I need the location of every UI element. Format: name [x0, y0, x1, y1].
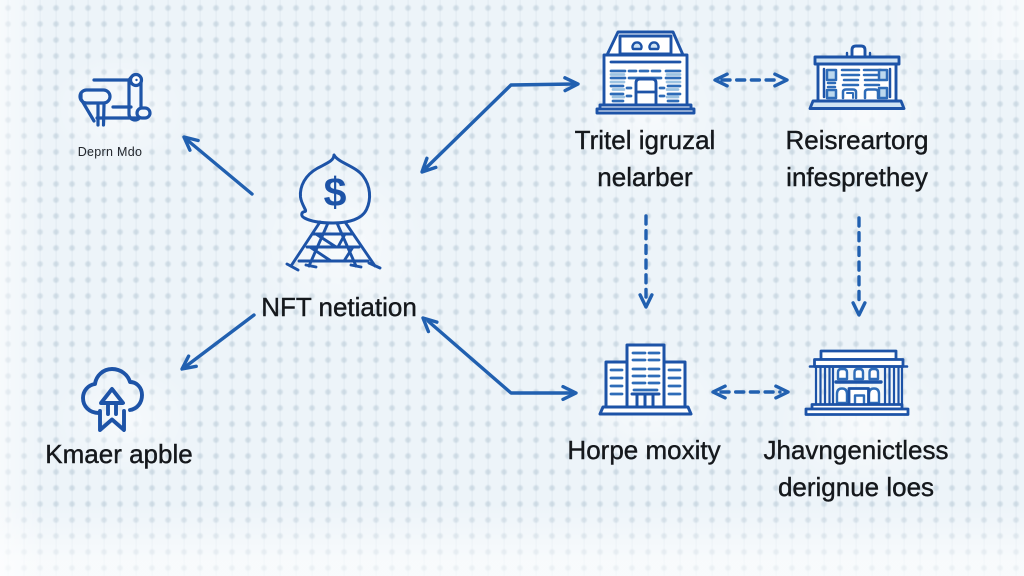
svg-text:$: $: [324, 169, 347, 215]
